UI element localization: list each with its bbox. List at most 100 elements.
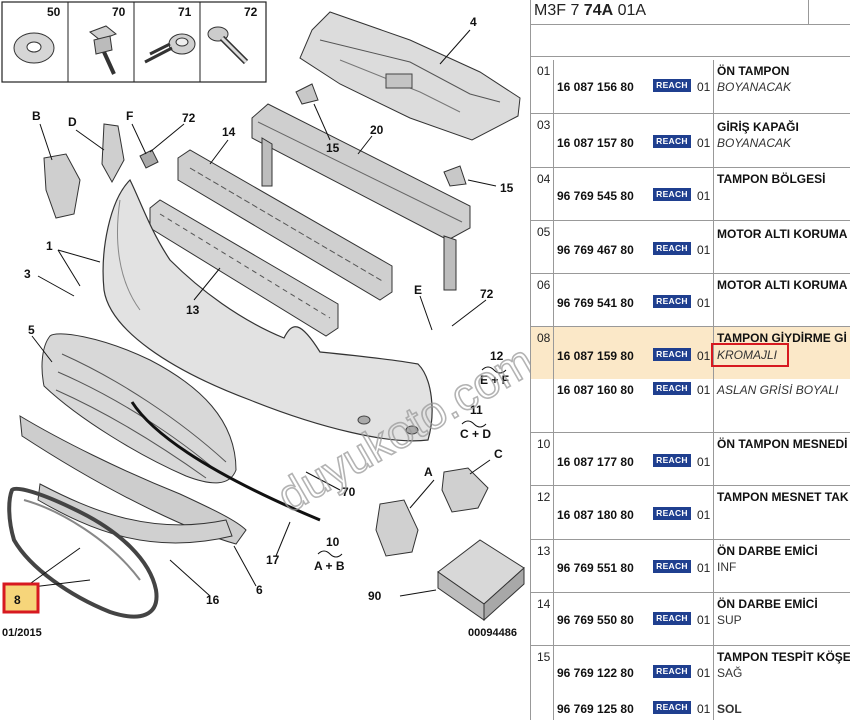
callout-8-highlight <box>2 582 40 614</box>
part-description: ÖN TAMPON MESNEDİ <box>717 437 848 451</box>
callout-8: 8 <box>14 593 21 607</box>
upper-absorber-part <box>177 149 393 301</box>
lower-lip-part <box>19 415 247 545</box>
part-description: ÖN DARBE EMİCİ <box>717 544 818 558</box>
catalog-row[interactable]: 13 96 769 551 80 REACH 01 ÖN DARBE EMİCİ… <box>531 540 850 593</box>
part-number: 16 087 177 80 <box>557 455 634 469</box>
part-description: TAMPON GİYDİRME Gİ <box>717 331 847 345</box>
part-number: 16 087 160 80 <box>557 383 634 397</box>
callout-10-sub: A + B <box>314 559 345 573</box>
callout-70: 70 <box>342 485 356 499</box>
upper-panel-part <box>299 11 521 141</box>
exploded-view: 50 70 71 72 <box>1 1 543 639</box>
callout-15-right: 15 <box>500 181 514 195</box>
callout-12: 12 <box>490 349 504 363</box>
box-label-71: 71 <box>178 5 192 19</box>
catalog-row-highlighted[interactable]: 08 16 087 159 80 REACH 01 TAMPON GİYDİRM… <box>531 327 850 379</box>
callout-10: 10 <box>326 535 340 549</box>
clip-d-part <box>101 123 125 184</box>
catalog-row[interactable]: 96 769 125 80 REACH 01 SOL <box>531 682 850 720</box>
part-number: 16 087 180 80 <box>557 508 634 522</box>
catalog-row[interactable]: 14 96 769 550 80 REACH 01 ÖN DARBE EMİCİ… <box>531 593 850 646</box>
part-variant: KROMAJLI <box>717 348 778 362</box>
catalog-code-suffix: 01A <box>613 2 647 19</box>
reach-badge: REACH <box>653 454 691 467</box>
quantity: 01 <box>697 702 711 716</box>
catalog-row[interactable]: 03 16 087 157 80 REACH 01 GİRİŞ KAPAĞI B… <box>531 114 850 168</box>
row-index: 05 <box>537 225 551 239</box>
row-index: 06 <box>537 278 551 292</box>
highlight-box <box>711 343 789 367</box>
bumper-shell-part <box>102 178 433 442</box>
part-description: MOTOR ALTI KORUMA <box>717 278 848 292</box>
support-a-part <box>375 499 419 557</box>
quantity: 01 <box>697 666 711 680</box>
reach-badge: REACH <box>653 612 691 625</box>
part-variant: BOYANACAK <box>717 136 792 150</box>
callout-a: A <box>424 465 433 479</box>
part-variant: INF <box>717 560 737 574</box>
callout-5: 5 <box>28 323 35 337</box>
catalog-row[interactable]: 15 96 769 122 80 REACH 01 TAMPON TESPİT … <box>531 646 850 682</box>
catalog-row[interactable]: 12 16 087 180 80 REACH 01 TAMPON MESNET … <box>531 486 850 540</box>
part-number: 96 769 550 80 <box>557 613 634 627</box>
screw-icon <box>89 25 117 75</box>
support-c-part <box>441 467 489 513</box>
row-index: 04 <box>537 172 551 186</box>
parts-diagram: 50 70 71 72 <box>1 1 543 639</box>
row-index: 08 <box>537 331 551 345</box>
callout-d: D <box>68 115 77 129</box>
callout-20: 20 <box>370 123 384 137</box>
callout-3: 3 <box>24 267 31 281</box>
lower-trim-part <box>37 483 233 544</box>
catalog-row[interactable]: 06 96 769 541 80 REACH 01 MOTOR ALTI KOR… <box>531 274 850 327</box>
quantity: 01 <box>697 296 711 310</box>
lower-grille-part <box>41 333 237 484</box>
catalog-row[interactable]: 01 16 087 156 80 REACH 01 ÖN TAMPON BOYA… <box>531 60 850 114</box>
box-label-72: 72 <box>244 5 258 19</box>
washer-icon <box>13 32 55 64</box>
diagram-ref: 00094486 <box>468 627 517 639</box>
callout-6: 6 <box>256 583 263 597</box>
catalog-row[interactable]: 16 087 160 80 REACH 01 ASLAN GRİSİ BOYAL… <box>531 379 850 433</box>
callout-17: 17 <box>266 553 280 567</box>
catalog-row[interactable]: 05 96 769 467 80 REACH 01 MOTOR ALTI KOR… <box>531 221 850 274</box>
part-description: ÖN TAMPON <box>717 64 790 78</box>
quantity: 01 <box>697 561 711 575</box>
row-index: 15 <box>537 650 551 664</box>
quantity: 01 <box>697 508 711 522</box>
row-index: 14 <box>537 597 551 611</box>
part-variant: SOL <box>717 702 742 716</box>
chrome-strip-part <box>130 401 321 522</box>
callout-15-left: 15 <box>326 141 340 155</box>
callout-72-right: 72 <box>480 287 494 301</box>
row-index: 12 <box>537 490 551 504</box>
quantity: 01 <box>697 383 711 397</box>
catalog-code-bold: 74A <box>583 2 614 19</box>
reach-badge: REACH <box>653 295 691 308</box>
callout-14: 14 <box>222 125 236 139</box>
box-label-70: 70 <box>112 5 126 19</box>
reach-badge: REACH <box>653 665 691 678</box>
catalog-row[interactable]: 04 96 769 545 80 REACH 01 TAMPON BÖLGESİ <box>531 168 850 221</box>
reach-badge: REACH <box>653 348 691 361</box>
callout-90: 90 <box>368 589 382 603</box>
callout-12-sub: E + F <box>480 373 509 387</box>
callout-4: 4 <box>470 15 477 29</box>
box-label-50: 50 <box>47 5 61 19</box>
callout-72-top: 72 <box>182 111 196 125</box>
part-number: 96 769 545 80 <box>557 189 634 203</box>
callout-16: 16 <box>206 593 220 607</box>
part-description: ÖN DARBE EMİCİ <box>717 597 818 611</box>
catalog-code-prefix: M3F 7 <box>534 2 584 19</box>
catalog-row[interactable]: 10 16 087 177 80 REACH 01 ÖN TAMPON MESN… <box>531 433 850 486</box>
callout-b: B <box>32 109 41 123</box>
callout-e: E <box>414 283 422 297</box>
part-description: GİRİŞ KAPAĞI <box>717 120 799 134</box>
part-number: 16 087 157 80 <box>557 136 634 150</box>
part-number: 96 769 467 80 <box>557 243 634 257</box>
reach-badge: REACH <box>653 135 691 148</box>
quantity: 01 <box>697 80 711 94</box>
reach-badge: REACH <box>653 507 691 520</box>
clip-b-part <box>43 153 81 219</box>
